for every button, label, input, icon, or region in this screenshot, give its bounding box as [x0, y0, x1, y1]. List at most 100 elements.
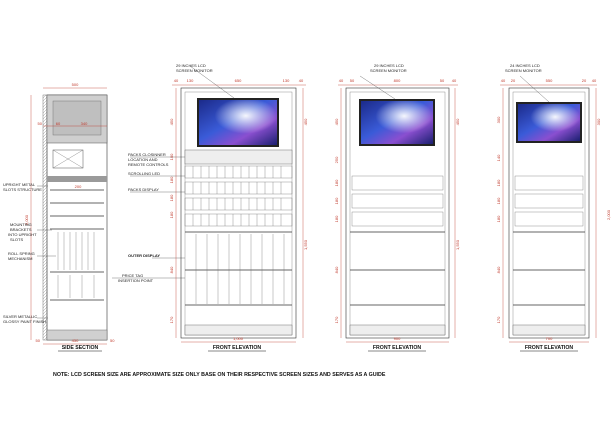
callout-scrolling: SCROLLING LED: [128, 171, 160, 176]
front-elevation-2: 40 50 800 50 40 450 250 180 180 180 840 …: [334, 63, 460, 352]
dim-f2-right-1: 1,550: [455, 239, 460, 250]
callout-upright-1: UPRIGHT METAL: [3, 182, 36, 187]
side-shelves: [50, 189, 104, 301]
dim-f1-top-1: 130: [187, 78, 194, 83]
dim-side-shelf: 200: [75, 184, 82, 189]
callout-roll-2: MECHANISM: [8, 256, 32, 261]
dim-f1-left-4: 180: [169, 211, 174, 218]
side-back-panel: [42, 94, 48, 341]
side-section: 500 50 60 340 2,000 200 450 50 50 UPRIGH…: [3, 82, 115, 352]
dim-f1-top-4: 40: [299, 78, 304, 83]
dim-f3-top-3: 20: [582, 78, 587, 83]
dim-f2-top-0: 40: [339, 78, 344, 83]
f3-monitor-label-a: 24 INCHES LCD: [510, 63, 540, 68]
front-callouts: PACKS CLOSINNER LOCATION AND REMOTE CONT…: [112, 152, 200, 283]
dim-f1-left-6: 170: [169, 316, 174, 323]
callout-roll-1: ROLL SPRING: [8, 251, 35, 256]
side-plinth: [46, 329, 108, 341]
dim-f1-top-2: 650: [235, 78, 242, 83]
f1-pack-rows: [184, 165, 293, 227]
dim-side-inner-a: 50: [38, 121, 43, 126]
f1-dimensions: 40 130 650 130 40 450 100 180 180 180 84…: [169, 78, 308, 343]
f2-shelves: [350, 175, 445, 306]
callout-packs-3: REMOTE CONTROLS: [128, 162, 169, 167]
f1-monitor-label-b: SCREEN MONITOR: [176, 68, 213, 73]
dim-f2-right-0: 450: [455, 118, 460, 125]
callout-upright-2: SLOTS STRUCTURE: [3, 187, 42, 192]
f2-monitor-label-a: 29 INCHES LCD: [374, 63, 404, 68]
front-caption-1: FRONT ELEVATION: [213, 345, 261, 351]
callout-silver-1: SILVER METALLIC: [3, 314, 37, 319]
f1-pack-slots: [192, 166, 282, 226]
f1-cabinet-outline: [180, 87, 297, 339]
dim-f3-left-6: 170: [496, 316, 501, 323]
dim-f3-left-5: 840: [496, 266, 501, 273]
dim-side-top: 500: [72, 82, 79, 87]
dim-f1-left-1: 100: [169, 153, 174, 160]
callout-mounting-4: SLOTS: [10, 237, 23, 242]
dim-f1-top-0: 40: [174, 78, 179, 83]
f1-outer-display: [185, 231, 292, 306]
dim-f3-right-1: 2,000: [606, 209, 611, 220]
dim-f3-bottom: 700: [546, 336, 553, 341]
dim-f3-left-1: 140: [496, 154, 501, 161]
callout-mounting-1: MOUNTING: [10, 222, 32, 227]
dim-side-inner-c: 340: [81, 121, 88, 126]
f1-control-panel: [184, 149, 293, 165]
callout-price-2: INSERTION POINT: [118, 278, 154, 283]
f3-cabinet-outline: [508, 87, 590, 339]
callout-packs-1: PACKS CLOSINNER: [128, 152, 166, 157]
dim-side-bottom: 450: [72, 338, 79, 343]
dim-f3-right-0: 300: [596, 118, 601, 125]
dim-side-height: 2,000: [24, 214, 29, 225]
dim-f1-right-0: 450: [303, 118, 308, 125]
dim-f2-top-4: 40: [452, 78, 457, 83]
f2-plinth: [349, 324, 446, 336]
dim-f1-left-0: 450: [169, 118, 174, 125]
f3-dimensions: 40 20 550 20 40 300 140 180 180 180 840 …: [496, 78, 611, 343]
dim-f3-left-4: 180: [496, 215, 501, 222]
dim-f1-left-3: 180: [169, 194, 174, 201]
f1-monitor-label-a: 29 INCHES LCD: [176, 63, 206, 68]
callout-mounting-2: BRACKETS: [10, 227, 32, 232]
callout-packs-2: LOCATION AND: [128, 157, 158, 162]
callout-mounting-3: INTO UPRIGHT: [8, 232, 37, 237]
f3-monitor-label-b: SCREEN MONITOR: [505, 68, 542, 73]
front-caption-3: FRONT ELEVATION: [525, 345, 573, 351]
side-led-strip: [47, 176, 107, 182]
front-elevation-3: 40 20 550 20 40 300 140 180 180 180 840 …: [496, 63, 611, 352]
dim-side-inner-b: 60: [56, 121, 61, 126]
dim-f2-top-1: 50: [350, 78, 355, 83]
callout-price-1: PRICE TAG: [122, 273, 143, 278]
f2-dimensions: 40 50 800 50 40 450 250 180 180 180 840 …: [334, 78, 460, 343]
dim-f3-left-0: 300: [496, 116, 501, 123]
dim-side-bot-right: 50: [110, 338, 115, 343]
f2-monitor-label-b: SCREEN MONITOR: [370, 68, 407, 73]
dim-f2-top-3: 50: [440, 78, 445, 83]
callout-packs-display: PACKS DISPLAY: [128, 187, 159, 192]
f3-plinth: [512, 324, 586, 336]
dim-f1-bottom: 1,000: [233, 336, 244, 341]
dim-f2-top-2: 800: [394, 78, 401, 83]
dim-f1-left-2: 180: [169, 176, 174, 183]
dim-f2-left-2: 180: [334, 179, 339, 186]
front-elevation-1: 40 130 650 130 40 450 100 180 180 180 84…: [169, 63, 308, 352]
side-callouts: UPRIGHT METAL SLOTS STRUCTURE MOUNTING B…: [3, 182, 56, 324]
dim-f2-left-6: 170: [334, 316, 339, 323]
side-dimensions: 500 50 60 340 2,000 200 450 50 50: [24, 82, 115, 345]
callout-silver-2: GLOSSY PAINT FINISH: [3, 319, 46, 324]
side-roll-springs: [57, 232, 95, 298]
dim-f2-left-0: 450: [334, 118, 339, 125]
dim-f1-top-3: 130: [283, 78, 290, 83]
dim-f3-left-3: 180: [496, 197, 501, 204]
dim-f2-bottom: 900: [394, 336, 401, 341]
f3-shelves: [513, 175, 585, 306]
front-caption-2: FRONT ELEVATION: [373, 345, 421, 351]
dim-f2-left-4: 180: [334, 215, 339, 222]
f1-plinth: [184, 324, 293, 336]
dim-f1-left-5: 840: [169, 266, 174, 273]
dim-f3-top-1: 20: [511, 78, 516, 83]
f2-cabinet-outline: [345, 87, 450, 339]
dim-f3-top-2: 550: [546, 78, 553, 83]
